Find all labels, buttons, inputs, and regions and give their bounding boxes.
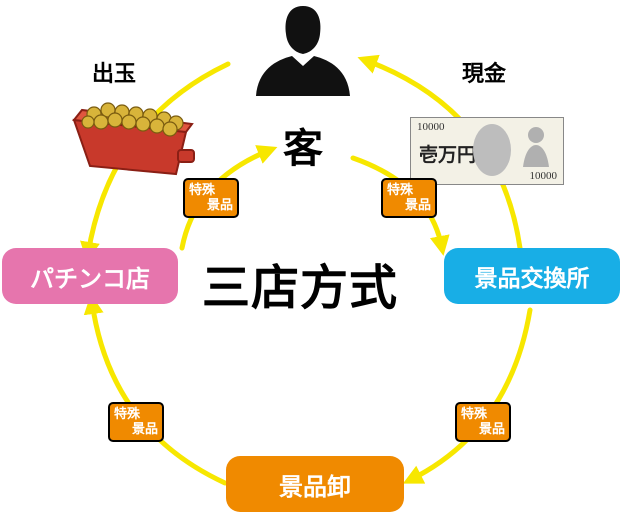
pachinko-parlor-node: パチンコ店 [2, 248, 178, 304]
cash-label: 現金 [462, 62, 507, 87]
special-prize-badge-top-left: 特殊 景品 [183, 178, 239, 218]
pachinko-ball-tray-icon [72, 102, 195, 176]
banknote-denomination-top: 10000 [417, 121, 445, 133]
prize-exchange-label: 景品交換所 [474, 266, 590, 292]
prize-wholesaler-node: 景品卸 [226, 456, 404, 512]
banknote-figure-icon [523, 127, 549, 167]
banknote-amount-text: 壱万円 [419, 144, 477, 166]
banknote-portrait [473, 124, 511, 176]
arrow-exchange-to-wholesaler [402, 307, 533, 484]
customer-label: 客 [283, 126, 323, 172]
customer-silhouette-icon [256, 6, 350, 96]
banknote-10000-yen: 10000 壱万円 10000 [410, 117, 564, 185]
arrow-wholesaler-to-pachinko [83, 294, 228, 486]
diagram-title: 三店方式 [202, 260, 399, 316]
payout-balls-label: 出玉 [92, 62, 137, 87]
pachinko-parlor-label: パチンコ店 [30, 264, 150, 293]
banknote-denomination-bottom: 10000 [529, 170, 558, 182]
prize-wholesaler-label: 景品卸 [279, 472, 351, 501]
special-prize-badge-top-right: 特殊 景品 [381, 178, 437, 218]
special-prize-badge-bottom-left: 特殊 景品 [108, 402, 164, 442]
special-prize-badge-bottom-right: 特殊 景品 [455, 402, 511, 442]
prize-exchange-node: 景品交換所 [444, 248, 620, 304]
